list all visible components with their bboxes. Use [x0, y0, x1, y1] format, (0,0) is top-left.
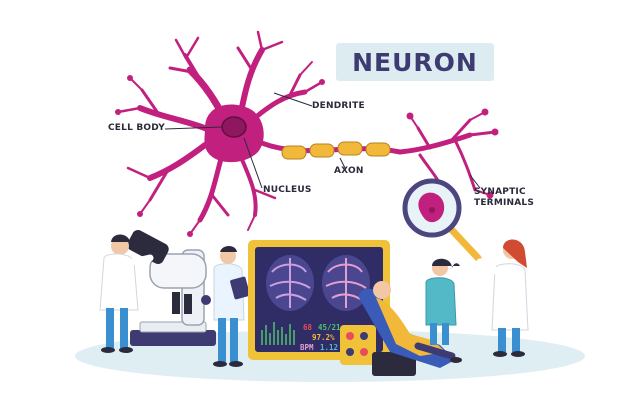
brain-scan-right — [322, 255, 370, 311]
label-dendrite: DENDRITE — [312, 101, 365, 111]
label-axon: AXON — [334, 166, 364, 176]
nucleus — [221, 116, 247, 138]
label-synaptic-line2: TERMINALS — [474, 198, 535, 208]
magnifier — [402, 178, 482, 262]
scientist-tablet — [213, 246, 250, 367]
neuron-cell — [116, 30, 497, 235]
scientist-microscope — [99, 234, 154, 353]
label-synaptic-line1: SYNAPTIC — [474, 187, 526, 197]
brain-scan-left — [266, 255, 314, 311]
patient-chair — [359, 281, 462, 376]
waveform — [261, 322, 295, 345]
label-nucleus: NUCLEUS — [263, 185, 312, 195]
readout-r1b: 45/21 — [318, 323, 341, 332]
readout-r1a: 68 — [303, 323, 313, 332]
label-cell-body: CELL BODY — [108, 123, 165, 133]
label-synaptic: SYNAPTIC TERMINALS — [474, 187, 534, 209]
page-title: NEURON — [352, 47, 478, 77]
readout-r3b: 1.12 — [320, 343, 339, 352]
control-panel — [340, 325, 376, 365]
readout-r3a: BPM — [300, 343, 314, 352]
scientist-teal — [425, 258, 460, 345]
readout-r2: 97.2% — [312, 333, 335, 342]
myelin-sheaths — [281, 141, 391, 160]
label-leaders — [164, 92, 481, 189]
scientist-magnifier — [476, 239, 529, 357]
microscope — [127, 230, 216, 346]
title-panel: NEURON — [336, 43, 494, 81]
